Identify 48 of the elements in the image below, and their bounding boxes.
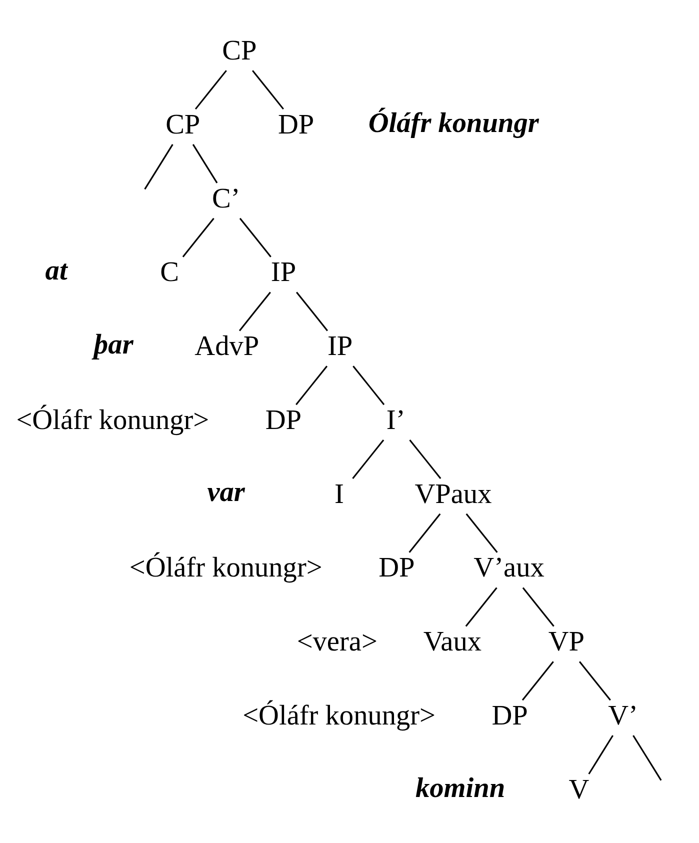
node-text: CP	[222, 34, 257, 66]
connector	[238, 291, 271, 331]
connector	[352, 439, 384, 478]
node-text: CP	[166, 108, 200, 140]
node-text: V’	[608, 700, 638, 731]
connector	[632, 734, 662, 780]
node-text: DP	[265, 404, 302, 436]
node-label: <vera>	[296, 626, 378, 658]
connector	[465, 586, 498, 626]
connector	[296, 291, 328, 331]
node-text: DP	[278, 108, 314, 140]
node-label: þar	[94, 328, 134, 360]
node-label: <Óláfr konungr>	[16, 404, 210, 436]
connector	[296, 365, 328, 405]
node-text: C	[160, 256, 179, 288]
connector	[352, 365, 385, 405]
node-text: Vaux	[423, 626, 482, 658]
node-text: V	[568, 774, 590, 805]
connector	[522, 660, 554, 700]
node-text: IP	[327, 330, 353, 362]
node-text: V’aux	[474, 552, 544, 584]
connector	[466, 512, 498, 552]
connector	[252, 70, 284, 110]
connector	[409, 439, 442, 478]
node-label: <Óláfr konungr>	[129, 552, 322, 584]
node-text: I	[334, 478, 344, 510]
connector	[408, 512, 441, 552]
node-label: var	[207, 476, 245, 508]
node-text: C’	[212, 182, 240, 214]
node-text: VP	[548, 626, 585, 658]
node-label: at	[45, 255, 68, 286]
connector	[578, 660, 611, 700]
node-text: VPaux	[414, 478, 492, 510]
connector	[588, 734, 614, 774]
node-label: kominn	[416, 772, 506, 804]
node-text: IP	[270, 256, 296, 288]
node-text: AdvP	[194, 330, 260, 362]
node-text: DP	[378, 552, 415, 584]
node-label: Óláfr konungr	[368, 107, 539, 138]
connector	[182, 217, 214, 257]
node-label: <Óláfr konungr>	[242, 700, 436, 731]
connector	[192, 144, 218, 183]
connector	[144, 144, 174, 190]
connector	[194, 70, 227, 110]
node-text: DP	[492, 700, 528, 731]
connector	[522, 586, 554, 626]
connector	[239, 217, 272, 257]
node-text: I’	[386, 404, 406, 436]
